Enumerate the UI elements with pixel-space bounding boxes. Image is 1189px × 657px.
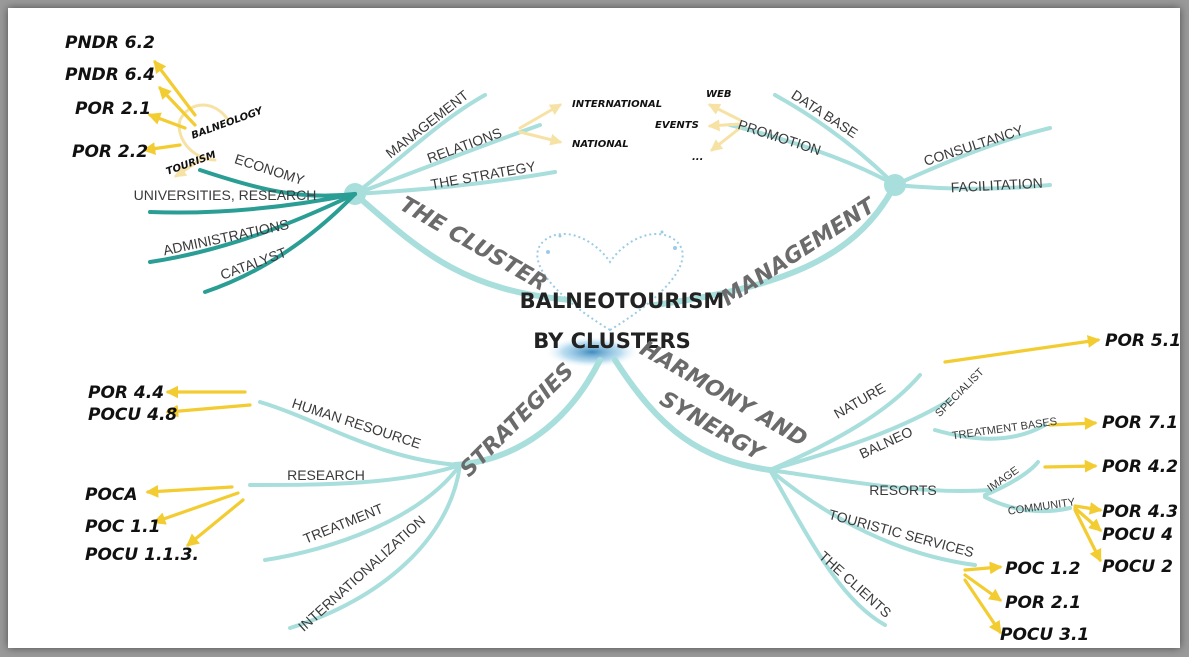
program-pocu-1-1-3: POCU 1.1.3. — [85, 545, 199, 565]
label-data-base: DATA BASE — [789, 86, 861, 141]
branch-management — [652, 182, 898, 308]
program-pocu-2: POCU 2 — [1102, 557, 1173, 577]
label-nature: NATURE — [831, 380, 888, 422]
label-international: INTERNATIONAL — [572, 99, 662, 110]
label-human-resource: HUMAN RESOURCE — [290, 395, 423, 452]
program-poc-1-2: POC 1.2 — [1005, 559, 1080, 579]
label-promotion: PROMOTION — [736, 116, 823, 158]
label-catalyst: CATALYST — [218, 244, 289, 283]
program-pndr-6-4: PNDR 6.4 — [65, 65, 155, 85]
center-title-line1: BALNEOTOURISM — [520, 289, 725, 313]
program-pocu-3-1: POCU 3.1 — [1000, 625, 1089, 645]
label-specialist: SPECIALIST — [933, 366, 987, 420]
label-resorts: RESORTS — [869, 482, 936, 498]
label-community: COMMUNITY — [1007, 496, 1076, 517]
label-touristic-services: TOURISTIC SERVICES — [827, 506, 976, 560]
label-more: ... — [692, 152, 703, 163]
program-pocu-4: POCU 4 — [1102, 525, 1173, 545]
label-consultancy: CONSULTANCY — [922, 121, 1026, 168]
program-pocu-4-8: POCU 4.8 — [88, 405, 177, 425]
label-balneology: BALNEOLOGY — [190, 105, 266, 142]
label-events: EVENTS — [655, 120, 699, 131]
label-research: RESEARCH — [287, 467, 365, 483]
label-universities: UNIVERSITIES, RESEARCH — [134, 187, 317, 203]
label-strategies: STRATEGIES — [456, 359, 580, 483]
program-por-2-2: POR 2.2 — [72, 142, 148, 162]
program-por-4-4: POR 4.4 — [88, 383, 164, 403]
branch-the-cluster — [352, 191, 573, 303]
program-por-4-3: POR 4.3 — [1102, 502, 1178, 522]
label-balneo: BALNEO — [857, 423, 915, 462]
label-management: MANAGEMENT — [717, 193, 881, 312]
label-web: WEB — [706, 89, 731, 100]
program-poc-1-1: POC 1.1 — [85, 517, 160, 537]
program-por-5-1: POR 5.1 — [1105, 331, 1180, 351]
program-por-7-1: POR 7.1 — [1102, 413, 1178, 433]
label-relations: RELATIONS — [425, 124, 504, 166]
mind-map-frame: BALNEOTOURISM BY CLUSTERS THE CLUSTER MA… — [8, 8, 1180, 648]
program-por-2-1-bottom: POR 2.1 — [1005, 593, 1081, 613]
program-por-4-2: POR 4.2 — [1102, 457, 1178, 477]
label-national: NATIONAL — [572, 139, 629, 150]
program-poca: POCA — [85, 485, 138, 505]
program-por-2-1-top: POR 2.1 — [75, 99, 151, 119]
center-title-line2: BY CLUSTERS — [533, 329, 691, 353]
branch-strategies — [452, 357, 603, 468]
mind-map: BALNEOTOURISM BY CLUSTERS THE CLUSTER MA… — [65, 33, 1180, 645]
program-pndr-6-2: PNDR 6.2 — [65, 33, 155, 53]
branch-harmony — [612, 357, 773, 473]
label-facilitation: FACILITATION — [950, 175, 1043, 196]
label-the-strategy: THE STRATEGY — [429, 158, 537, 192]
label-the-clients: THE CLIENTS — [816, 548, 894, 621]
